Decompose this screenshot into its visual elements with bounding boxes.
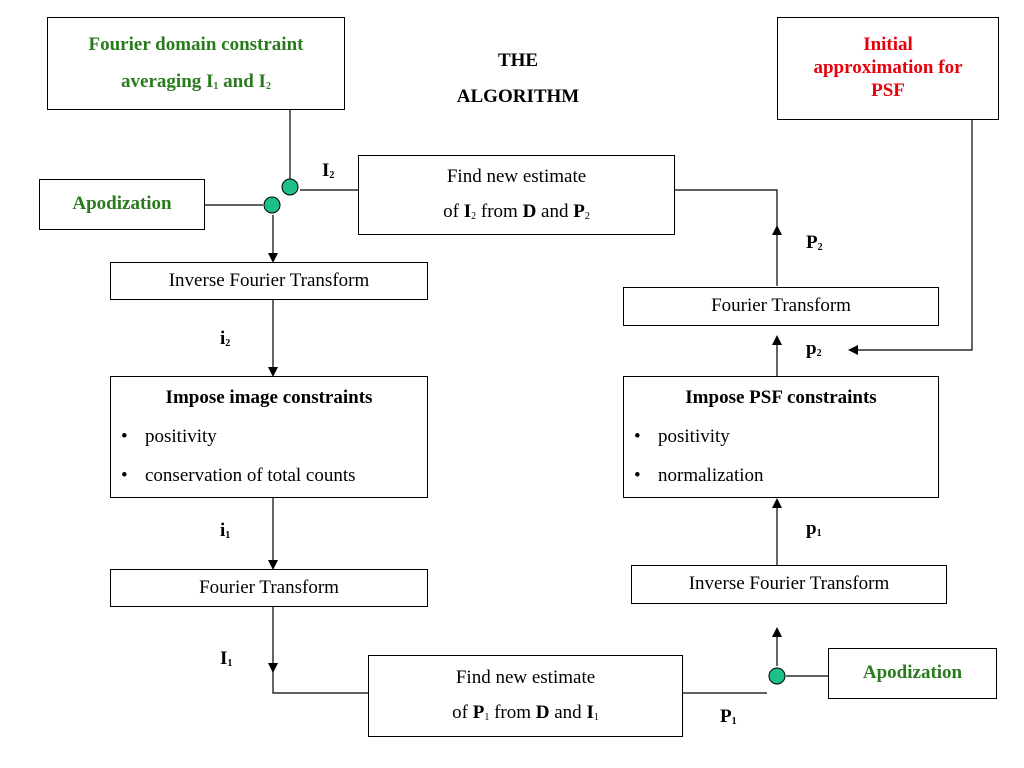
- apodization-left-label: Apodization: [72, 193, 172, 215]
- apodization-right-box: Apodization: [828, 648, 997, 699]
- inverse-fourier-transform-right-box: Inverse Fourier Transform: [631, 565, 947, 604]
- fourier-domain-constraint-box: Fourier domain constraint averaging I1 a…: [47, 17, 345, 110]
- psf-constraints-box: Impose PSF constraints positivity normal…: [623, 376, 939, 498]
- label-P2: P2: [806, 232, 823, 253]
- find-P1-line-2: of P1 from D and I1: [452, 702, 599, 723]
- label-I2: I2: [322, 160, 335, 181]
- find-I2-line-2: of I2 from D and P2: [443, 201, 590, 222]
- apodization-left-box: Apodization: [39, 179, 205, 230]
- inverse-ft-left-label: Inverse Fourier Transform: [168, 269, 370, 291]
- line-initial-psf-to-p2: [848, 120, 973, 355]
- psf-constraints-title: Impose PSF constraints: [685, 387, 877, 408]
- inverse-fourier-transform-left-box: Inverse Fourier Transform: [110, 262, 428, 300]
- initial-psf-line-2: approximation for: [813, 57, 963, 79]
- line-P2-to-findI2: [675, 189, 778, 230]
- psf-constraints-list: positivity normalization: [624, 426, 938, 488]
- line-I1-to-findP1: [272, 668, 368, 694]
- apodization-right-label: Apodization: [862, 662, 963, 684]
- title-line-2: ALGORITHM: [456, 86, 580, 107]
- image-constraints-box: Impose image constraints positivity cons…: [110, 376, 428, 498]
- image-constraints-title: Impose image constraints: [165, 387, 373, 408]
- label-I1: I1: [220, 648, 233, 669]
- initial-psf-line-1: Initial: [863, 34, 913, 56]
- label-i2: i2: [220, 328, 231, 349]
- junction-node-top: [281, 178, 299, 196]
- find-estimate-P1-box: Find new estimate of P1 from D and I1: [368, 655, 683, 737]
- constraint-line-2: averaging I1 and I2: [121, 70, 271, 92]
- junction-node-right: [768, 667, 786, 685]
- fourier-transform-left-box: Fourier Transform: [110, 569, 428, 607]
- find-P1-line-1: Find new estimate: [455, 667, 596, 689]
- find-estimate-I2-box: Find new estimate of I2 from D and P2: [358, 155, 675, 235]
- junction-node-left: [263, 196, 281, 214]
- fourier-transform-right-box: Fourier Transform: [623, 287, 939, 326]
- find-I2-line-1: Find new estimate: [446, 166, 587, 188]
- inverse-ft-right-label: Inverse Fourier Transform: [688, 573, 890, 595]
- list-item: positivity: [111, 426, 427, 449]
- list-item: conservation of total counts: [111, 465, 427, 488]
- title-line-1: THE: [497, 50, 539, 71]
- algorithm-title: THE ALGORITHM: [430, 50, 606, 108]
- list-item: normalization: [624, 465, 938, 488]
- label-p2: p2: [806, 338, 822, 359]
- initial-psf-line-3: PSF: [871, 79, 905, 101]
- ft-left-label: Fourier Transform: [199, 576, 339, 598]
- constraint-line-1: Fourier domain constraint: [88, 33, 304, 55]
- label-P1: P1: [720, 706, 737, 727]
- ft-right-label: Fourier Transform: [711, 295, 851, 317]
- list-item: positivity: [624, 426, 938, 449]
- initial-psf-box: Initial approximation for PSF: [777, 17, 999, 120]
- image-constraints-list: positivity conservation of total counts: [111, 426, 427, 488]
- label-p1: p1: [806, 518, 822, 539]
- label-i1: i1: [220, 520, 231, 541]
